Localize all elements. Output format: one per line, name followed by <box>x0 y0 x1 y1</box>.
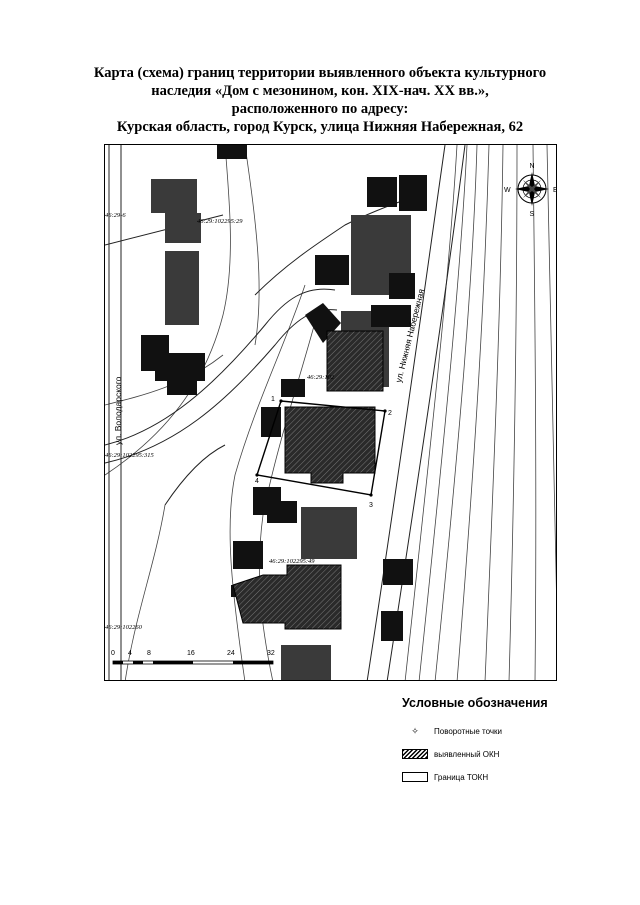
scale-label: 16 <box>187 650 195 657</box>
title-line-2: наследия «Дом с мезонином, кон. XIX-нач.… <box>151 83 489 99</box>
turning-point-label-3: 3 <box>369 502 373 509</box>
outline-swatch-icon <box>402 772 428 782</box>
compass-n: N <box>530 163 535 170</box>
legend-item-identified-okn: выявленный ОКН <box>402 743 602 765</box>
legend-label: выявленный ОКН <box>434 749 500 759</box>
compass-w: W <box>504 187 511 194</box>
cadastral-label: 46:29:102295:49 <box>269 558 315 565</box>
cadastral-label: 46:29:102260 <box>105 624 143 631</box>
scale-label: 32 <box>267 650 275 657</box>
cadastral-labels: 46:29:102295:29 46:29-6 46:29:102 46:29:… <box>105 212 335 631</box>
turning-point-label-2: 2 <box>388 410 392 417</box>
cadastral-label: 46:29-6 <box>105 212 126 219</box>
turning-points: 1 2 3 4 <box>255 396 392 509</box>
cadastral-label: 46:29:102295:315 <box>105 452 154 459</box>
scale-bar: 0 4 8 16 24 32 <box>111 650 275 665</box>
legend-title: Условные обозначения <box>402 696 548 710</box>
title-line-1: Карта (схема) границ территории выявленн… <box>93 65 547 81</box>
hatch-swatch-icon <box>402 749 428 759</box>
compass-e: E <box>553 187 557 194</box>
legend-label: Граница ТОКН <box>434 772 489 782</box>
compass-rose-icon: N S W E <box>504 163 557 218</box>
legend-item-turning-points: ✧ Поворотные точки <box>402 720 602 742</box>
identified-okn-hatched <box>232 330 384 630</box>
street-label-nizhnyaya-naberezhnaya: ул. Нижняя Набережная <box>393 288 426 384</box>
legend-label: Поворотные точки <box>434 726 503 736</box>
cadastral-label: 46:29:102295:29 <box>197 218 243 225</box>
turning-point-label-4: 4 <box>255 478 259 485</box>
title-line-4: Курская область, город Курск, улица Нижн… <box>116 119 524 135</box>
map-frame[interactable]: 1 2 3 4 46:29:102295:29 46:29-6 46:29:10… <box>104 144 557 681</box>
map-canvas: 1 2 3 4 46:29:102295:29 46:29-6 46:29:10… <box>105 145 557 680</box>
cadastral-label: 46:29:102 <box>307 374 335 381</box>
scale-label: 0 <box>111 650 115 657</box>
scale-label: 4 <box>128 650 132 657</box>
street-label-volodarskogo: ул. Володарского <box>113 376 123 445</box>
point-icon: ✧ <box>411 726 419 736</box>
turning-point-label-1: 1 <box>271 396 275 403</box>
map-legend: Условные обозначения ✧ Поворотные точки … <box>402 696 602 789</box>
scale-label: 24 <box>227 650 235 657</box>
title-line-3: расположенного по адресу: <box>231 101 409 117</box>
map-title: Карта (схема) границ территории выявленн… <box>60 64 580 136</box>
legend-item-tokn-boundary: Граница ТОКН <box>402 766 602 788</box>
scale-label: 8 <box>147 650 151 657</box>
compass-s: S <box>530 211 535 218</box>
